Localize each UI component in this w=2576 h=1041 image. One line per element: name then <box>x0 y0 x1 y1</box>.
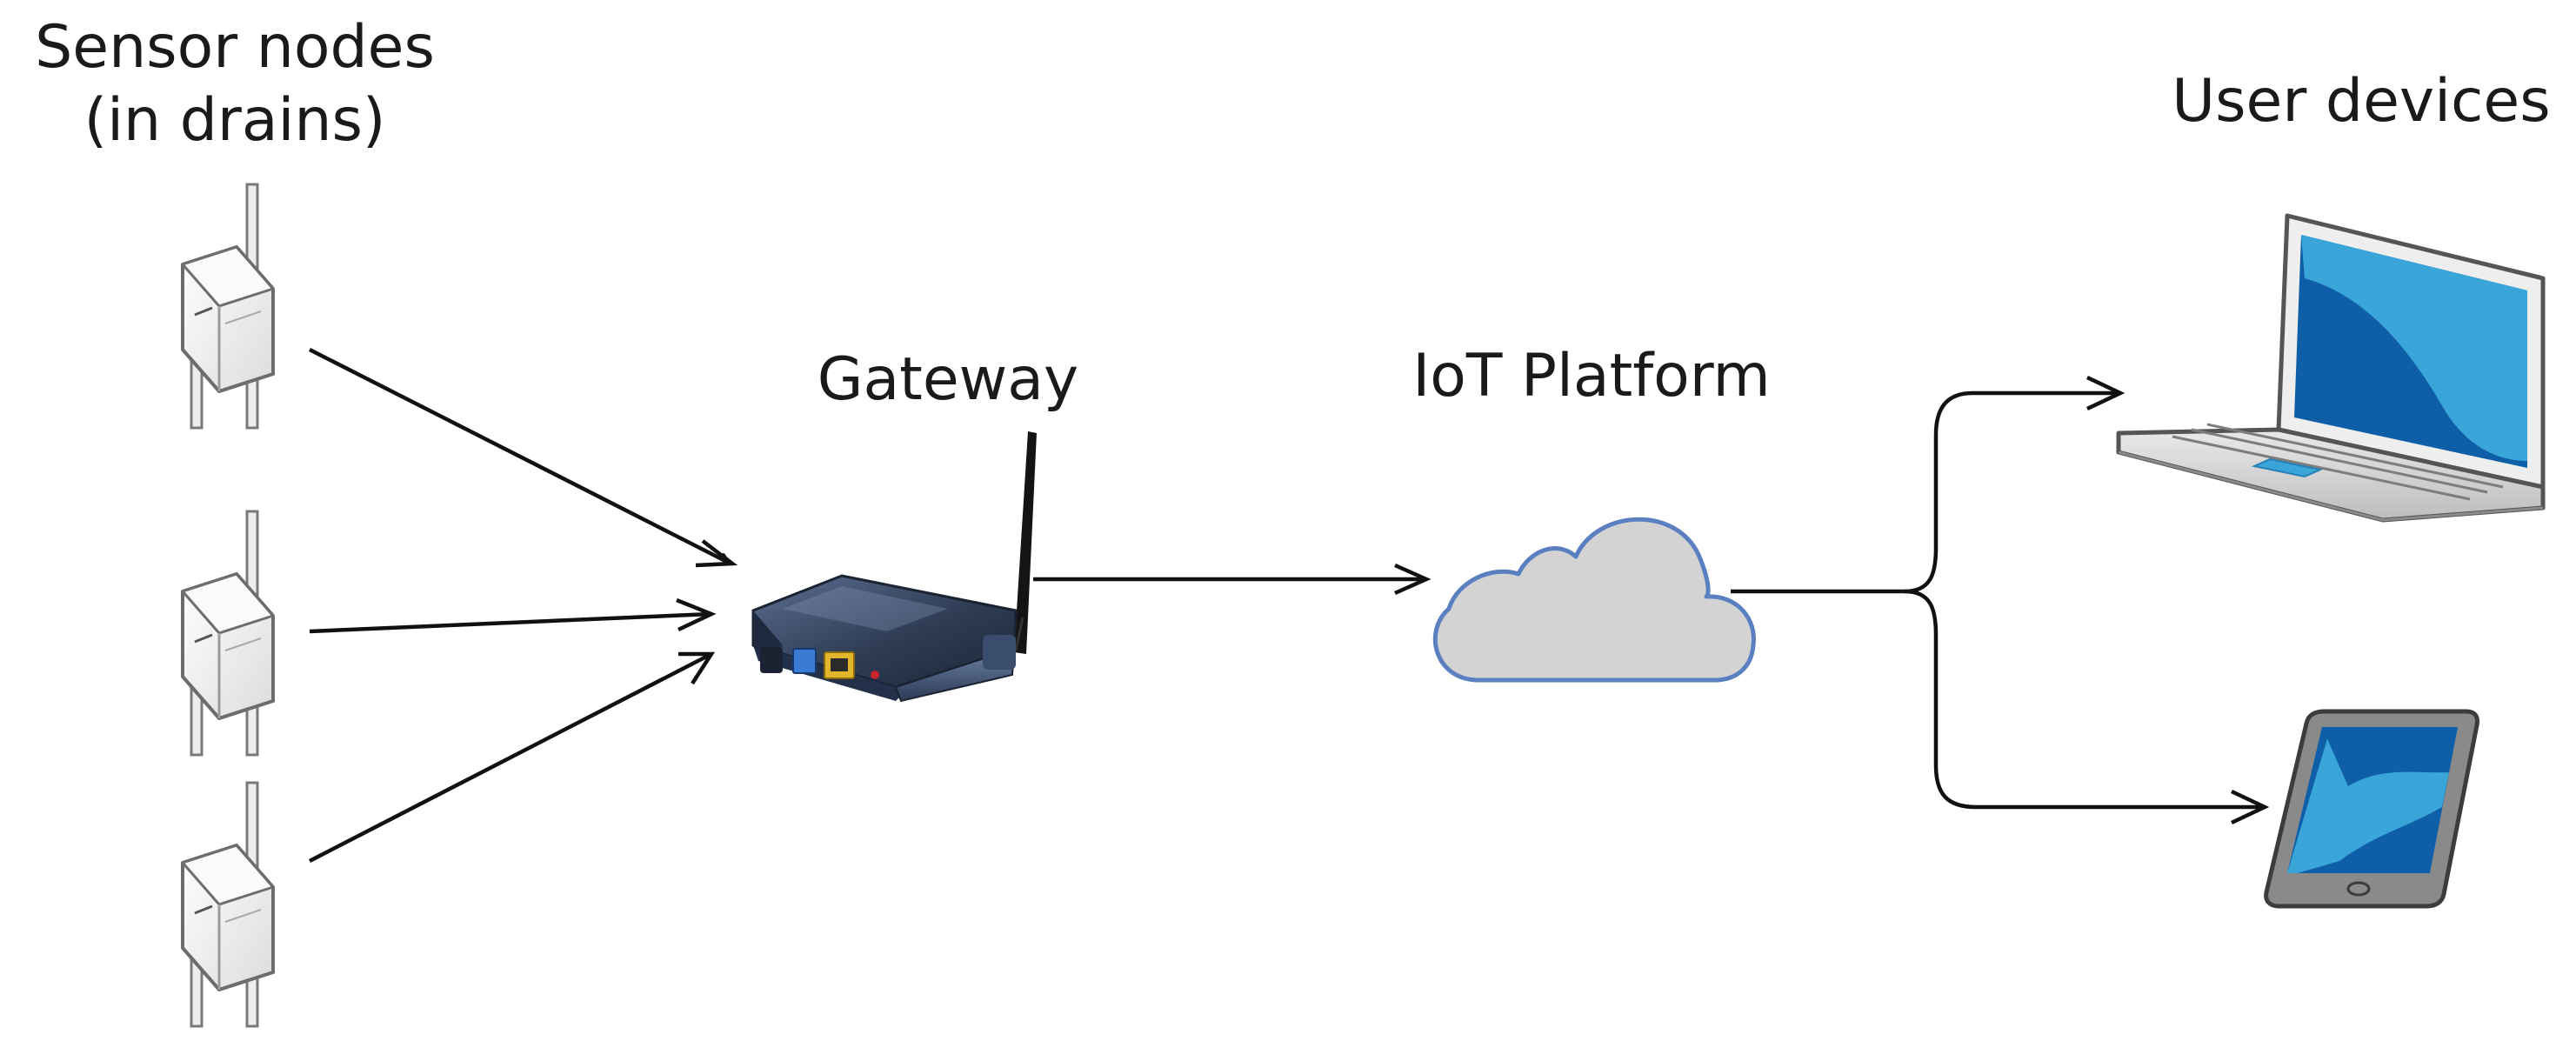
laptop-icon <box>2116 213 2546 523</box>
sensor-to-gateway-arrows <box>308 347 738 864</box>
sensor-nodes-title-line1: Sensor nodes <box>35 13 435 82</box>
sensor-nodes-title-line2: (in drains) <box>83 86 386 155</box>
sensor-node-1 <box>181 183 275 430</box>
wireless-router-icon <box>751 431 1037 703</box>
gateway-to-platform-arrow <box>1033 563 1431 596</box>
user-devices-label: User devices <box>2172 67 2551 136</box>
iot-platform-label: IoT Platform <box>1412 342 1771 410</box>
sensor-node-3 <box>181 781 275 1028</box>
tablet-icon <box>2264 709 2479 909</box>
platform-to-devices-arrows <box>1731 375 2270 825</box>
cloud-icon <box>1432 517 1756 683</box>
gateway-label: Gateway <box>817 345 1079 414</box>
sensor-node-2 <box>181 510 275 757</box>
